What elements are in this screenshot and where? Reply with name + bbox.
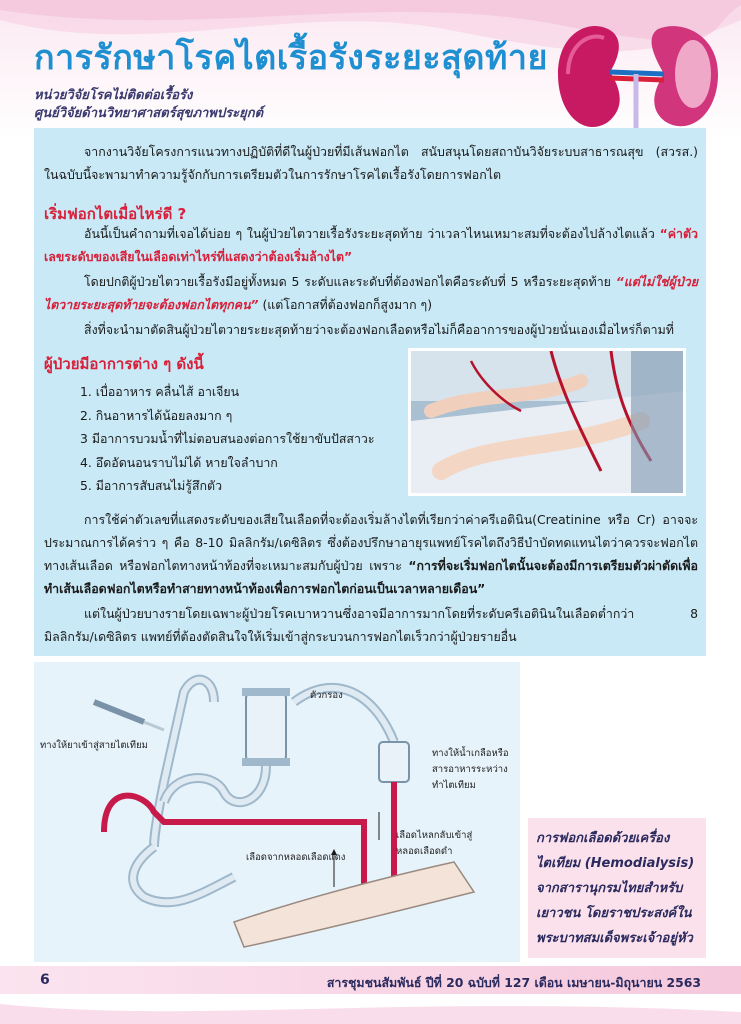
list-item: 5. มีอาการสับสนไม่รู้สึกตัว xyxy=(80,478,223,494)
footer-bar xyxy=(0,966,741,994)
section1-p2-tail: (แต่โอกาสที่ต้องฟอกก็สูงมาก ๆ) xyxy=(258,297,433,312)
label-filter: ตัวกรอง xyxy=(310,690,343,701)
symptom-list: 1. เบื่ออาหาร คลื่นไส้ อาเจียน 2. กินอาห… xyxy=(80,380,375,498)
research-center: ศูนย์วิจัยด้านวิทยาศาสตร์สุขภาพประยุกต์ xyxy=(34,106,264,121)
issue-info: สารชุมชนสัมพันธ์ ปีที่ 20 ฉบับที่ 127 เด… xyxy=(326,975,701,990)
label-artery: เลือดจากหลอดเลือดแดง xyxy=(246,852,346,863)
list-item: 2. กินอาหารได้น้อยลงมาก ๆ xyxy=(80,407,233,423)
label-return-1: เลือดไหลกลับเข้าสู่ xyxy=(396,830,473,841)
section3-p1-emphasis: “การที่จะเริ่มฟอกไตนั้นจะต้องมีการเตรียม… xyxy=(44,558,698,596)
caption-line: เยาวชน โดยราชประสงค์ใน xyxy=(536,906,692,921)
caption-line: พระบาทสมเด็จพระเจ้าอยู่หัว xyxy=(536,931,693,946)
label-saline-1: ทางให้น้ำเกลือหรือ xyxy=(432,748,509,759)
label-saline-2: สารอาหารระหว่าง xyxy=(432,764,508,775)
list-item: 1. เบื่ออาหาร คลื่นไส้ อาเจียน xyxy=(80,384,240,399)
caption-line: ไตเทียม (Hemodialysis) xyxy=(536,856,695,871)
hemodialysis-diagram: ตัวกรอง ทางให้ยาเข้าสู่สายไตเทียม ทางให้… xyxy=(34,662,520,962)
section-heading-symptoms: ผู้ป่วยมีอาการต่าง ๆ ดังนี้ xyxy=(44,355,204,373)
section1-p1-emphasis: “ค่าตัวเลขระดับของเสียในเลือดเท่าไหร่ที่… xyxy=(44,226,698,264)
intro-paragraph: จากงานวิจัยโครงการแนวทางปฏิบัติที่ดีในผู… xyxy=(44,144,698,182)
kidney-illustration xyxy=(558,26,718,132)
dialysis-patient-photo xyxy=(408,348,686,496)
section1-paragraph-1: อันนี้เป็นคำถามที่เจอได้บ่อย ๆ ในผู้ป่วย… xyxy=(44,222,698,268)
header-wave-decoration xyxy=(0,0,741,52)
list-item: 3 มีอาการบวมน้ำที่ไม่ตอบสนองต่อการใช้ยาข… xyxy=(80,431,375,447)
section1-paragraph-3: สิ่งที่จะนำมาตัดสินผู้ป่วยไตวายระยะสุดท้… xyxy=(84,322,674,337)
section3-paragraph-2: แต่ในผู้ป่วยบางรายโดยเฉพาะผู้ป่วยโรคเบาห… xyxy=(44,606,698,644)
section1-paragraph-2: โดยปกติผู้ป่วยไตวายเรื้อรังมีอยู่ทั้งหมด… xyxy=(44,270,698,316)
section-heading-when-to-start: เริ่มฟอกไตเมื่อไหร่ดี ? xyxy=(44,205,187,223)
label-saline-3: ทำไตเทียม xyxy=(432,780,476,791)
diagram-caption: การฟอกเลือดด้วยเครื่อง ไตเทียม (Hemodial… xyxy=(528,818,706,958)
section1-p1-text: อันนี้เป็นคำถามที่เจอได้บ่อย ๆ ในผู้ป่วย… xyxy=(84,226,660,241)
list-item: 4. อึดอัดนอนราบไม่ได้ หายใจลำบาก xyxy=(80,454,278,470)
label-return-2: หลอดเลือดดำ xyxy=(396,846,453,857)
page-number: 6 xyxy=(40,972,50,988)
section1-p2-text: โดยปกติผู้ป่วยไตวายเรื้อรังมีอยู่ทั้งหมด… xyxy=(84,274,616,289)
caption-line: จากสารานุกรมไทยสำหรับ xyxy=(536,881,683,896)
caption-line: การฟอกเลือดด้วยเครื่อง xyxy=(536,831,670,846)
footer-wave-decoration xyxy=(0,1004,741,1024)
section3-paragraph-1: การใช้ค่าตัวเลขที่แสดงระดับของเสียในเลือ… xyxy=(44,508,698,600)
research-unit: หน่วยวิจัยโรคไม่ติดต่อเรื้อรัง xyxy=(34,88,193,103)
page-title: การรักษาโรคไตเรื้อรังระยะสุดท้าย xyxy=(34,38,548,78)
label-drug-line: ทางให้ยาเข้าสู่สายไตเทียม xyxy=(40,740,148,751)
section3-p1-text: การใช้ค่าตัวเลขที่แสดงระดับของเสียในเลือ… xyxy=(44,512,698,573)
hemodialysis-circuit xyxy=(92,674,476,948)
section1-p2-emphasis: “แต่ไม่ใช่ผู้ป่วยไตวายระยะสุดท้ายจะต้องฟ… xyxy=(44,274,698,312)
